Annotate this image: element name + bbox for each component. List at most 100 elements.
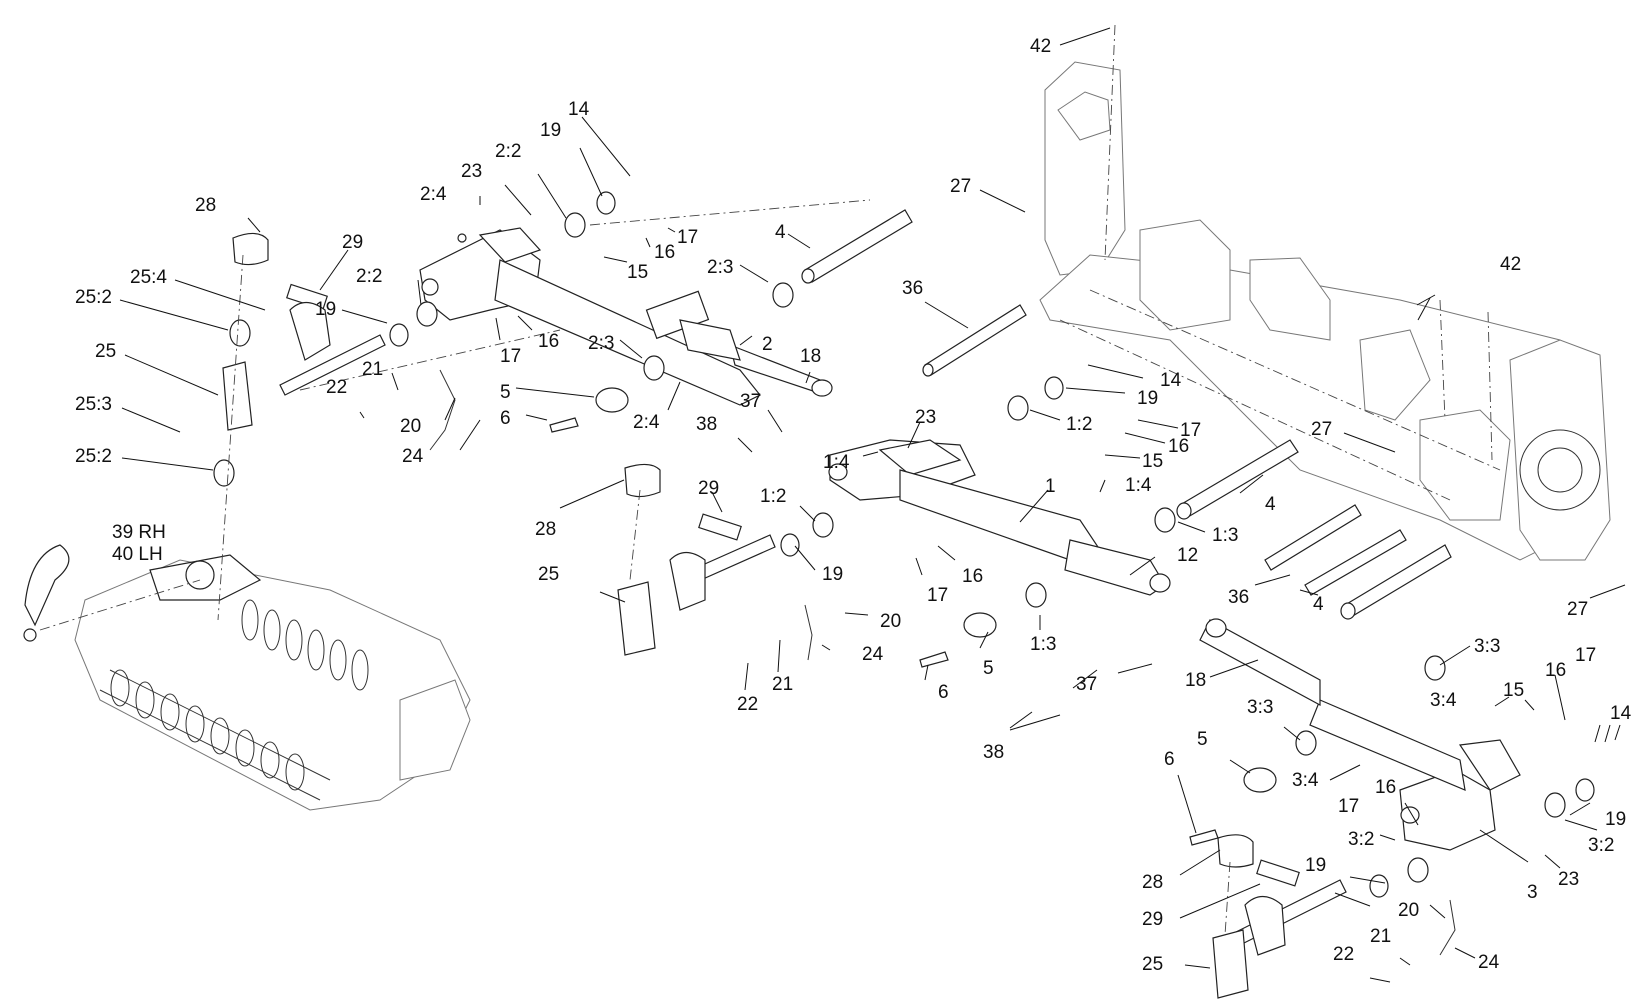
callout-28: 28 xyxy=(1142,872,1163,893)
callout-16: 16 xyxy=(962,566,983,587)
callout-25-4: 25:4 xyxy=(130,267,167,288)
callout-3-4: 3:4 xyxy=(1430,690,1457,711)
callout-5: 5 xyxy=(500,382,511,403)
leader-lines xyxy=(119,27,1626,983)
callout-2-2: 2:2 xyxy=(495,141,521,162)
callout-25-3: 25:3 xyxy=(75,394,112,415)
small-parts xyxy=(39,24,1595,999)
callout-20: 20 xyxy=(880,611,901,632)
callout-17: 17 xyxy=(1180,420,1201,441)
callout-1-3: 1:3 xyxy=(1212,525,1238,546)
callout-19: 19 xyxy=(540,120,561,141)
callout-19: 19 xyxy=(822,564,843,585)
callout-5: 5 xyxy=(1197,729,1208,750)
callout-27: 27 xyxy=(950,176,971,197)
callout-19: 19 xyxy=(1605,809,1626,830)
callout-24: 24 xyxy=(862,644,884,665)
callout-36: 36 xyxy=(1228,587,1249,608)
callout-42: 42 xyxy=(1030,36,1051,57)
callout-24: 24 xyxy=(1478,952,1500,973)
callout-15: 15 xyxy=(1142,451,1163,472)
callout-14: 14 xyxy=(1610,703,1632,724)
callout-4: 4 xyxy=(1313,594,1324,615)
callout-23: 23 xyxy=(461,161,482,182)
callout-3-2: 3:2 xyxy=(1348,829,1374,850)
callout-6: 6 xyxy=(1164,749,1175,770)
callout-2-3: 2:3 xyxy=(707,257,733,278)
callout-28: 28 xyxy=(535,519,556,540)
callout-19: 19 xyxy=(1305,855,1326,876)
callout-39: 39 RH xyxy=(112,522,166,543)
callout-29: 29 xyxy=(342,232,363,253)
callout-18: 18 xyxy=(800,346,821,367)
callout-3-4: 3:4 xyxy=(1292,770,1319,791)
callout-6: 6 xyxy=(500,408,511,429)
callout-17: 17 xyxy=(927,585,948,606)
callout-1-4: 1:4 xyxy=(823,452,850,473)
callouts: 42 27 28 29 25:4 25:2 25 25:3 25:2 39 RH… xyxy=(75,36,1632,975)
callout-29: 29 xyxy=(1142,909,1163,930)
callout-3: 3 xyxy=(1527,882,1538,903)
callout-2-3: 2:3 xyxy=(588,333,614,354)
callout-25: 25 xyxy=(538,564,559,585)
callout-12: 12 xyxy=(1177,545,1198,566)
callout-25: 25 xyxy=(1142,954,1163,975)
callout-16: 16 xyxy=(1545,660,1566,681)
callout-25-2: 25:2 xyxy=(75,287,112,308)
callout-1-2: 1:2 xyxy=(760,486,786,507)
callout-2-4: 2:4 xyxy=(633,412,660,433)
callout-38: 38 xyxy=(696,414,717,435)
callout-3-3: 3:3 xyxy=(1247,697,1273,718)
callout-29: 29 xyxy=(698,478,719,499)
callout-19: 19 xyxy=(1137,388,1158,409)
callout-22: 22 xyxy=(1333,944,1354,965)
callout-42: 42 xyxy=(1500,254,1521,275)
callout-40: 40 LH xyxy=(112,544,163,565)
callout-2-2: 2:2 xyxy=(356,266,382,287)
callout-37: 37 xyxy=(740,391,761,412)
callout-20: 20 xyxy=(400,416,421,437)
callout-17: 17 xyxy=(1575,645,1596,666)
callout-37: 37 xyxy=(1076,674,1097,695)
callout-25-2: 25:2 xyxy=(75,446,112,467)
callout-21: 21 xyxy=(362,359,383,380)
callout-38: 38 xyxy=(983,742,1004,763)
callout-19: 19 xyxy=(315,299,336,320)
callout-1-2: 1:2 xyxy=(1066,414,1092,435)
callout-4: 4 xyxy=(1265,494,1276,515)
callout-18: 18 xyxy=(1185,670,1206,691)
callout-27: 27 xyxy=(1311,419,1332,440)
arm-assembly-2 xyxy=(419,227,833,406)
callout-21: 21 xyxy=(1370,926,1391,947)
callout-2-4: 2:4 xyxy=(420,184,447,205)
callout-25: 25 xyxy=(95,341,116,362)
arm-assembly-1 xyxy=(828,439,1171,596)
cutting-unit xyxy=(23,544,471,811)
callout-5: 5 xyxy=(983,658,994,679)
callout-24: 24 xyxy=(402,446,424,467)
callout-20: 20 xyxy=(1398,900,1419,921)
callout-6: 6 xyxy=(938,682,949,703)
callout-16: 16 xyxy=(1375,777,1396,798)
callout-3-2: 3:2 xyxy=(1588,835,1614,856)
callout-23: 23 xyxy=(915,407,936,428)
callout-27: 27 xyxy=(1567,599,1588,620)
callout-2: 2 xyxy=(762,334,773,355)
callout-4: 4 xyxy=(775,222,786,243)
callout-23: 23 xyxy=(1558,869,1579,890)
callout-17: 17 xyxy=(677,227,698,248)
callout-22: 22 xyxy=(737,694,758,715)
callout-22: 22 xyxy=(326,377,347,398)
callout-16: 16 xyxy=(654,242,675,263)
callout-14: 14 xyxy=(568,99,590,120)
callout-1-3: 1:3 xyxy=(1030,634,1056,655)
arm-assembly-3 xyxy=(1199,618,1521,851)
callout-36: 36 xyxy=(902,278,923,299)
callout-17: 17 xyxy=(500,346,521,367)
carrier-frame xyxy=(1039,61,1611,561)
callout-14: 14 xyxy=(1160,370,1182,391)
callout-16: 16 xyxy=(538,331,559,352)
callout-1-4: 1:4 xyxy=(1125,475,1152,496)
callout-21: 21 xyxy=(772,674,793,695)
